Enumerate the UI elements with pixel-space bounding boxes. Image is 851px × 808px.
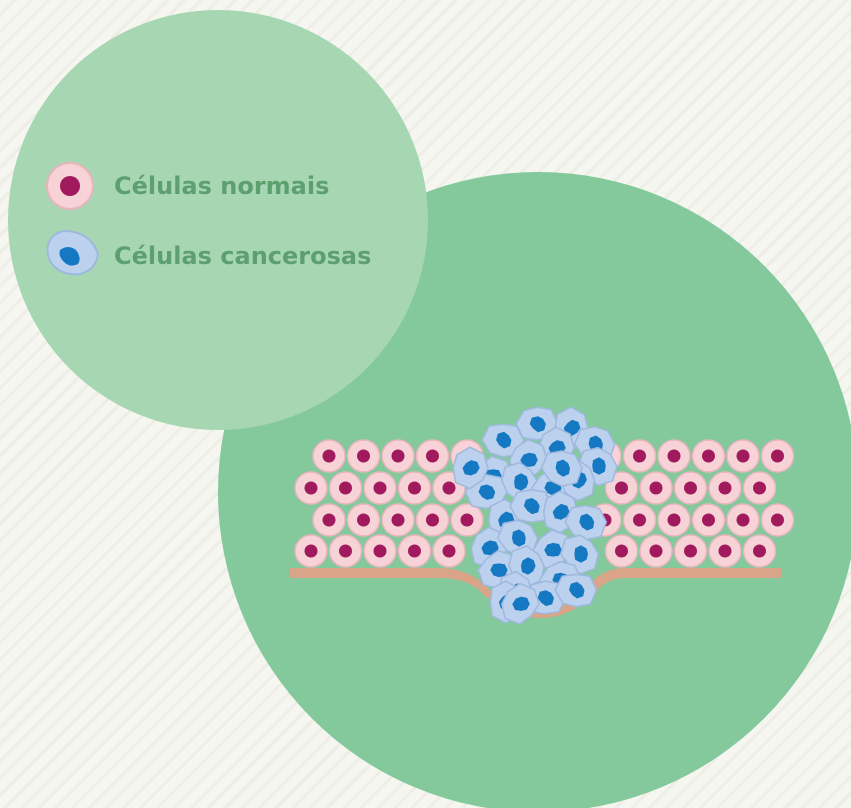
- normal-cell: [744, 472, 776, 504]
- normal-cell: [624, 440, 656, 472]
- normal-cell: [313, 440, 345, 472]
- normal-cell: [675, 472, 707, 504]
- normal-cell: [606, 535, 638, 567]
- legend-label-normal: Células normais: [114, 174, 329, 198]
- normal-cell: [313, 504, 345, 536]
- normal-cell: [709, 535, 741, 567]
- normal-cell: [348, 504, 380, 536]
- normal-cell: [417, 440, 449, 472]
- normal-cell: [624, 504, 656, 536]
- normal-cell: [709, 472, 741, 504]
- normal-cell: [348, 440, 380, 472]
- normal-cell: [364, 472, 396, 504]
- normal-cell: [417, 504, 449, 536]
- legend-normal-icon: [47, 163, 93, 209]
- legend-label-cancer: Células cancerosas: [114, 244, 371, 268]
- normal-cell: [658, 504, 690, 536]
- normal-cell: [330, 472, 362, 504]
- normal-cell: [693, 504, 725, 536]
- normal-cell: [762, 504, 794, 536]
- normal-cell: [640, 472, 672, 504]
- normal-cell: [433, 535, 465, 567]
- normal-cell: [382, 440, 414, 472]
- normal-cell: [727, 504, 759, 536]
- normal-cell: [762, 440, 794, 472]
- normal-cell: [399, 472, 431, 504]
- normal-cell: [727, 440, 759, 472]
- normal-cell: [295, 472, 327, 504]
- normal-cell: [675, 535, 707, 567]
- normal-cell: [451, 504, 483, 536]
- normal-cell: [330, 535, 362, 567]
- normal-cell: [658, 440, 690, 472]
- normal-cell: [382, 504, 414, 536]
- cancer-cell: [555, 574, 597, 606]
- normal-cell: [295, 535, 327, 567]
- normal-cell: [640, 535, 672, 567]
- normal-cell: [744, 535, 776, 567]
- normal-cell: [399, 535, 431, 567]
- normal-cell: [693, 440, 725, 472]
- legend-circle: [8, 10, 428, 430]
- normal-cell: [364, 535, 396, 567]
